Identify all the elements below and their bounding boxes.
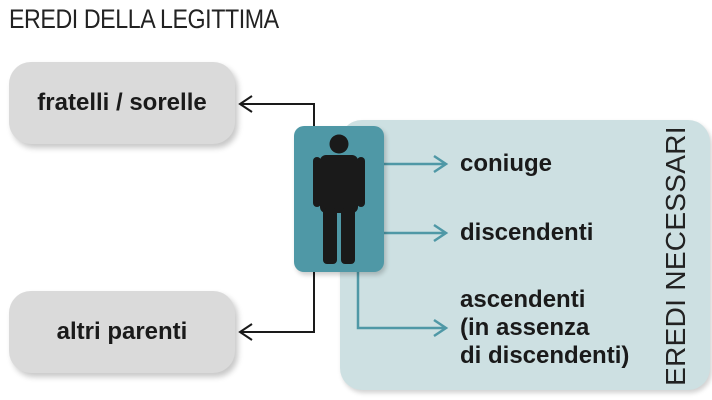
heir-ascendants-line-1: ascendenti [460,286,586,313]
heir-ascendants-line-3: di discendenti) [460,342,630,369]
arrow-to-siblings [240,103,315,126]
arrow-to-ascendants [356,272,446,330]
arrowhead-descendants [433,223,449,243]
heir-ascendants-line-2: (in assenza [460,314,590,341]
siblings-box: fratelli / sorelle [9,62,235,144]
person-silhouette-icon [313,134,365,264]
arrowhead-ascendants [433,318,449,338]
deceased-person-box [294,126,384,272]
arrowhead-spouse [433,154,449,174]
heir-descendants-label: discendenti [460,219,594,246]
heir-spouse-label: coniuge [460,150,553,177]
arrowhead-relatives [238,323,253,341]
necessary-heirs-label: EREDI NECESSARI [660,126,691,386]
other-relatives-label: altri parenti [56,318,188,345]
diagram-title: EREDI DELLA LEGITTIMA [9,4,279,34]
heir-ascendants-label: ascendenti (in assenza di discendenti) [460,286,629,370]
arrowhead-siblings [238,95,253,113]
siblings-label: fratelli / sorelle [37,89,207,116]
other-relatives-box: altri parenti [9,291,235,373]
arrow-to-relatives [240,272,315,333]
